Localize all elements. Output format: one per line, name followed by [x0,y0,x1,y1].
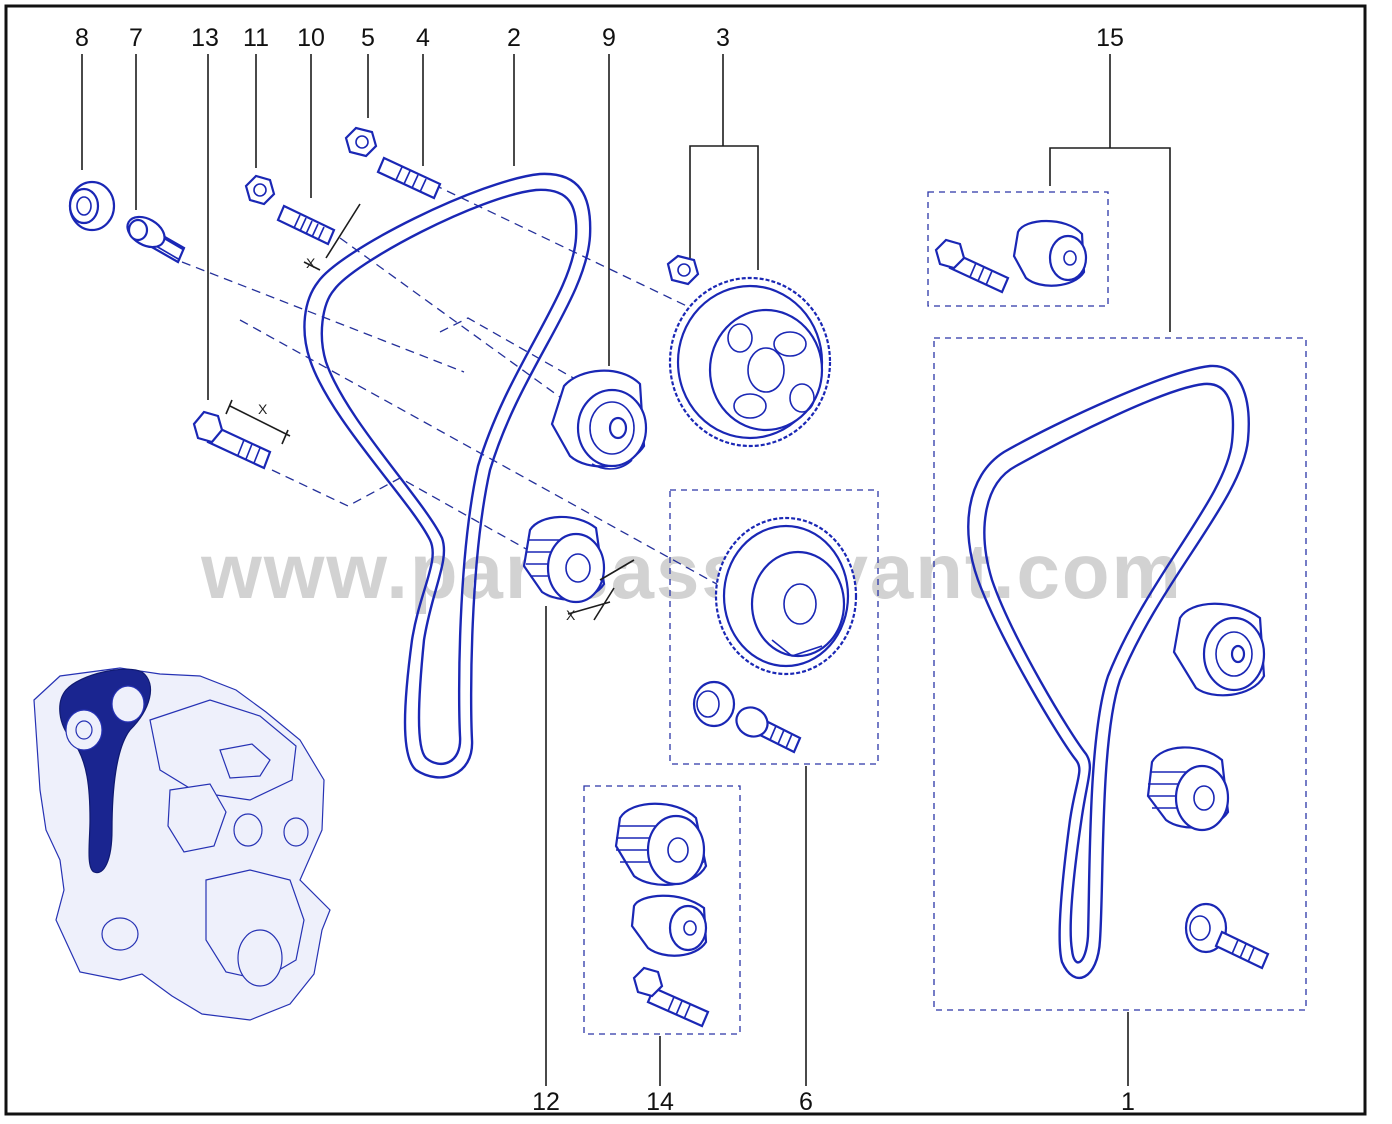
callout-5: 5 [361,24,375,52]
callout-14: 14 [646,1088,674,1116]
callout-3: 3 [716,24,730,52]
bolt-icon [192,399,291,470]
callout-15: 15 [1096,24,1124,52]
kit-box-15 [927,191,1109,307]
callout-1: 1 [1121,1088,1135,1116]
dimension-mark-x-2: X [258,401,268,417]
callout-13: 13 [191,24,219,52]
leader-lines [81,54,1171,1086]
idler-pulley-icon [522,515,635,621]
timing-belt-kit-icon [967,364,1270,980]
camshaft-gear-icon [666,254,832,448]
watermark: www.partsasservant.com [200,527,1183,615]
callout-9: 9 [602,24,616,52]
dimension-mark-x-3: X [566,607,576,623]
bolt-icon [126,215,186,264]
kit-box-6 [669,489,879,765]
nut-icon [344,126,378,158]
dimension-mark-x-1: X [306,255,316,271]
kit-box-14 [583,785,741,1035]
idler-kit-icon [614,802,710,1028]
vvt-gear-icon [692,516,858,754]
stud-icon [376,156,442,200]
engine-overview-icon [33,667,331,1021]
callout-4: 4 [416,24,430,52]
callout-10: 10 [297,24,325,52]
callout-6: 6 [799,1088,813,1116]
kit-box-1 [933,337,1307,1011]
bolt-spacer-kit-icon [934,219,1088,294]
seal-icon [68,180,116,232]
stud-icon [276,203,361,271]
nut-icon [244,174,276,206]
tensioner-pulley-icon [550,369,648,470]
callout-11: 11 [243,24,269,52]
callout-12: 12 [532,1088,560,1116]
timing-belt-icon [303,172,592,779]
callout-8: 8 [75,24,89,52]
diagram-frame [4,4,1367,1116]
callout-2: 2 [507,24,521,52]
callout-7: 7 [129,24,143,52]
